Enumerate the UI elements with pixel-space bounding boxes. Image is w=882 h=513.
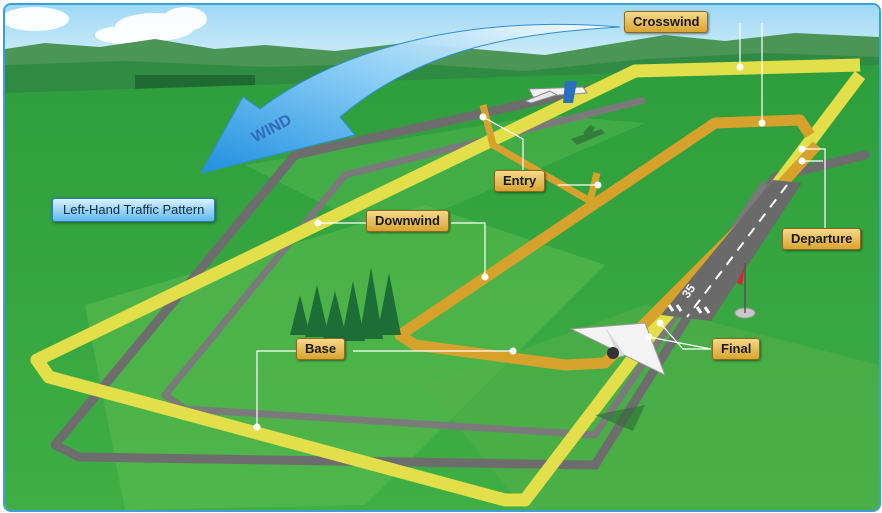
runway	[661, 180, 802, 321]
downwind-label: Downwind	[366, 210, 449, 232]
base-label: Base	[296, 338, 346, 360]
diagram-frame: 35 WIND	[3, 3, 881, 512]
airplane-shadow	[571, 125, 605, 145]
runway-centerline	[686, 184, 788, 318]
windsock	[734, 263, 756, 319]
hang-glider-icon	[569, 322, 666, 377]
leader-lines	[256, 23, 826, 427]
diagram-title: Left-Hand Traffic Pattern	[52, 198, 216, 222]
airplane-icon	[523, 81, 588, 104]
wind-arrow	[200, 23, 621, 174]
crosswind-label: Crosswind	[624, 11, 709, 33]
clouds	[5, 7, 207, 44]
pattern-illustration: 35 WIND	[5, 5, 879, 510]
final-label: Final	[712, 338, 761, 360]
leader-dots	[253, 63, 806, 431]
departure-label: Departure	[782, 228, 862, 250]
tree-cluster	[290, 267, 401, 341]
entry-label: Entry	[494, 170, 546, 192]
glider-shadow	[595, 405, 645, 431]
gray-pattern-inner	[161, 96, 768, 439]
runway-threshold	[667, 304, 711, 314]
